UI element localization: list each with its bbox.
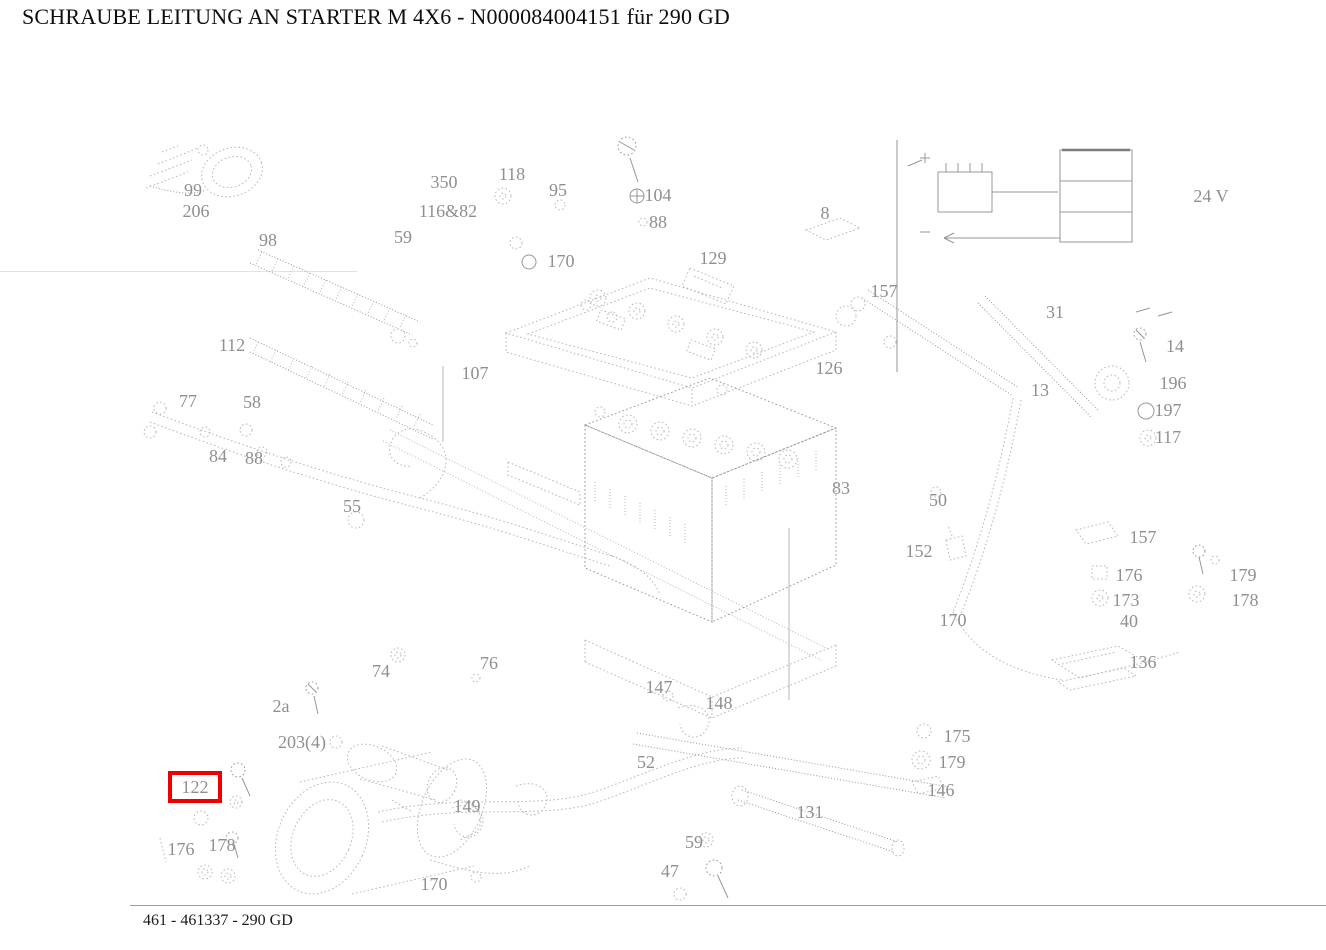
part-label-58: 58: [243, 392, 261, 412]
part-label-126: 126: [815, 358, 843, 378]
part-label-59: 59: [685, 832, 703, 852]
part-label-179: 179: [938, 752, 966, 772]
screws-washers-bottom-left: [159, 681, 343, 884]
hold-down-rail-drawing: [249, 249, 831, 662]
part-label-176: 176: [167, 839, 195, 859]
part-label-31: 31: [1046, 302, 1064, 322]
harness-cable-drawing: [143, 401, 661, 683]
terminal-clamp-drawing: [145, 144, 263, 198]
part-label-95: 95: [549, 180, 567, 200]
part-label-147: 147: [645, 677, 673, 697]
screws-washers-top: [494, 136, 862, 323]
footer-code: 461 - 461337 - 290 GD: [143, 912, 293, 929]
part-label-88: 88: [649, 212, 667, 232]
part-label-77: 77: [179, 391, 197, 411]
part-label-104: 104: [644, 185, 672, 205]
part-label-350: 350: [430, 172, 458, 192]
page-title: SCHRAUBE LEITUNG AN STARTER M 4X6 - N000…: [22, 4, 731, 29]
part-label-176: 176: [1115, 565, 1143, 585]
part-label-88: 88: [245, 448, 263, 468]
part-label-74: 74: [372, 661, 390, 681]
part-label-24-v: 24 V: [1193, 186, 1229, 206]
part-label-13: 13: [1031, 380, 1049, 400]
part-label-146: 146: [927, 780, 955, 800]
positive-cable-drawing: [835, 289, 1100, 681]
part-label-178: 178: [1231, 590, 1259, 610]
part-label-179: 179: [1229, 565, 1257, 585]
highlighted-part-box[interactable]: 122: [168, 771, 222, 803]
starter-motor-drawing: [274, 743, 488, 895]
part-label-40: 40: [1120, 611, 1138, 631]
part-label-116-82: 116&82: [418, 201, 478, 221]
part-label-157: 157: [1129, 527, 1157, 547]
part-label-152: 152: [905, 541, 933, 561]
starter-cable-drawing: [377, 690, 951, 901]
part-label-206: 206: [182, 201, 210, 221]
part-label-148: 148: [705, 693, 733, 713]
battery-tray-drawing: [504, 277, 838, 407]
part-label-118: 118: [498, 164, 526, 184]
part-label-107: 107: [461, 363, 489, 383]
part-label-112: 112: [218, 335, 246, 355]
screws-washers-right: [911, 327, 1220, 795]
part-label-149: 149: [453, 796, 481, 816]
part-label-117: 117: [1154, 427, 1182, 447]
part-label-178: 178: [208, 835, 236, 855]
part-label-8: 8: [820, 203, 830, 223]
part-label-131: 131: [796, 802, 824, 822]
part-label-203-4-: 203(4): [278, 732, 326, 752]
part-label-2a: 2a: [272, 696, 290, 716]
highlighted-part-label: 122: [181, 777, 209, 797]
part-label-170: 170: [420, 874, 448, 894]
part-label-47: 47: [661, 861, 679, 881]
part-label-170: 170: [547, 251, 575, 271]
battery-drawing: [442, 366, 838, 719]
part-label-52: 52: [637, 752, 655, 772]
part-label-175: 175: [943, 726, 971, 746]
part-label-170: 170: [939, 610, 967, 630]
part-label-196: 196: [1159, 373, 1187, 393]
part-label-136: 136: [1129, 652, 1157, 672]
part-label-98: 98: [259, 230, 277, 250]
top-left-rule: [0, 271, 357, 272]
part-label-99: 99: [184, 180, 202, 200]
part-label-197: 197: [1154, 400, 1182, 420]
part-label-50: 50: [929, 490, 947, 510]
part-label-83: 83: [832, 478, 850, 498]
part-label-55: 55: [343, 496, 361, 516]
footer-rule: [130, 905, 1326, 906]
part-label-76: 76: [480, 653, 498, 673]
part-label-157: 157: [870, 281, 898, 301]
part-label-84: 84: [209, 446, 227, 466]
part-label-14: 14: [1166, 336, 1184, 356]
part-label-129: 129: [699, 248, 727, 268]
part-label-173: 173: [1112, 590, 1140, 610]
part-label-59: 59: [394, 227, 412, 247]
schematic-inset: [896, 140, 1173, 372]
